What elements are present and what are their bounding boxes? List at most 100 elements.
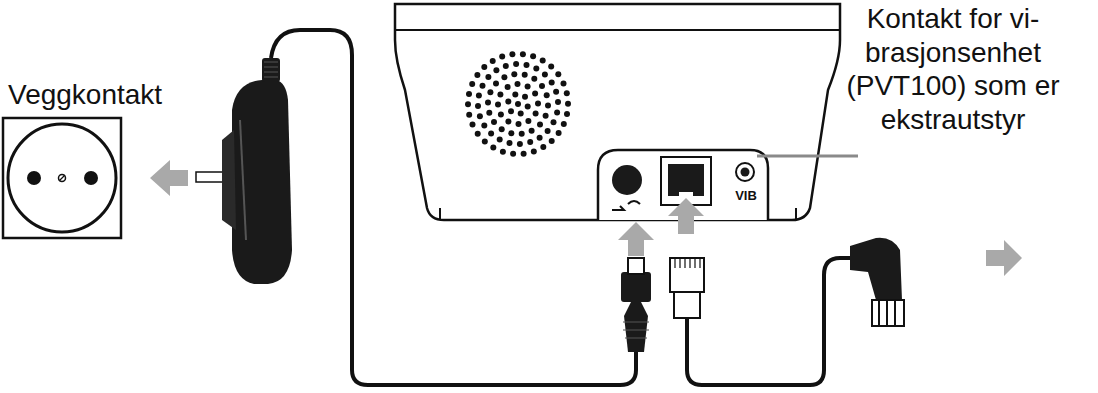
grille-hole <box>543 113 549 119</box>
strain-relief-ridges <box>264 62 278 77</box>
direction-arrow <box>150 160 188 196</box>
grille-hole <box>525 118 531 124</box>
grille-hole <box>537 121 543 127</box>
grille-hole <box>466 112 472 118</box>
grille-hole <box>524 62 530 68</box>
phone-jack <box>661 157 711 205</box>
grille-hole <box>561 121 567 127</box>
grille-hole <box>476 93 482 99</box>
grille-hole <box>535 101 541 107</box>
grille-hole <box>495 102 501 108</box>
grille-hole <box>561 80 567 86</box>
grille-hole <box>545 128 551 134</box>
direction-arrow <box>668 198 704 234</box>
grille-hole <box>466 91 472 97</box>
dc-plug-tip <box>628 258 644 274</box>
grille-hole <box>505 119 511 125</box>
adapter-strain-relief <box>262 58 280 82</box>
power-adapter <box>222 130 236 230</box>
grille-hole <box>531 148 537 154</box>
grille-hole <box>503 63 509 69</box>
rj-plug <box>674 292 700 318</box>
grille-hole <box>475 131 481 137</box>
phone-cable <box>687 258 852 385</box>
grille-hole <box>525 83 531 89</box>
grille-hole <box>519 131 525 137</box>
grille-hole <box>553 89 559 95</box>
grille-hole <box>474 72 480 78</box>
phone-jack <box>668 164 704 196</box>
grille-hole <box>564 90 570 96</box>
socket-hole <box>84 171 98 185</box>
grille-hole <box>513 61 519 67</box>
grille-hole <box>520 51 526 57</box>
tae-plug <box>850 238 902 300</box>
grille-hole <box>497 137 503 143</box>
grille-hole <box>531 76 537 82</box>
grille-hole <box>480 83 486 89</box>
grille-hole <box>554 110 560 116</box>
rj-plug <box>670 258 704 292</box>
grille-hole <box>545 103 551 109</box>
grille-hole <box>512 91 518 97</box>
socket-screw <box>59 175 65 181</box>
grille-hole <box>516 121 522 127</box>
grille-hole <box>521 151 527 157</box>
adapter-edge <box>240 120 246 240</box>
base-foot <box>795 208 797 220</box>
direction-arrow <box>986 240 1022 276</box>
rj-contacts <box>675 258 700 268</box>
grille-hole <box>500 149 506 155</box>
grille-hole <box>508 130 514 136</box>
grille-hole <box>555 99 561 105</box>
grille-hole <box>511 71 517 77</box>
grille-hole <box>537 135 543 141</box>
grille-hole <box>540 58 546 64</box>
power-adapter <box>232 80 292 284</box>
port-label: Kontakt for vi-brasjonsenhet (PVT100) so… <box>812 2 1094 136</box>
grille-hole <box>488 131 494 137</box>
grille-hole <box>493 81 499 87</box>
grille-hole <box>533 66 539 72</box>
port-marking: VIB <box>729 188 763 204</box>
grille-hole <box>481 123 487 129</box>
grille-hole <box>517 141 523 147</box>
speaker-grille <box>465 51 571 157</box>
grille-hole <box>527 139 533 145</box>
grille-hole <box>475 103 481 109</box>
dc-plug <box>621 272 651 302</box>
grille-hole <box>491 119 497 125</box>
grille-hole <box>505 84 511 90</box>
base-edge <box>395 29 840 31</box>
socket-screw <box>59 175 66 182</box>
grille-hole <box>499 54 505 60</box>
base-foot <box>439 208 441 220</box>
socket-face <box>8 124 116 232</box>
grille-hole <box>544 92 550 98</box>
grille-hole <box>522 94 528 100</box>
power-jack <box>612 165 642 195</box>
dc-plug <box>624 300 648 352</box>
grille-hole <box>469 81 475 87</box>
grille-hole <box>507 140 513 146</box>
grille-hole <box>509 51 515 57</box>
grille-hole <box>510 151 516 157</box>
direction-arrow <box>618 222 654 256</box>
grille-hole <box>482 138 488 144</box>
grille-hole <box>505 99 511 105</box>
tae-plug-pins <box>872 300 904 326</box>
grille-hole <box>529 128 535 134</box>
grille-hole <box>515 81 521 87</box>
grille-hole <box>515 101 521 107</box>
power-symbol <box>612 201 640 210</box>
grille-hole <box>530 53 536 59</box>
socket-hole <box>27 171 41 185</box>
grille-hole <box>485 74 491 80</box>
jack-latch <box>679 192 693 198</box>
wall-socket <box>3 118 121 238</box>
grille-hole <box>556 130 562 136</box>
vib-jack <box>741 168 750 177</box>
grille-hole <box>522 72 528 78</box>
grille-hole <box>485 99 491 105</box>
grille-hole <box>542 71 548 77</box>
